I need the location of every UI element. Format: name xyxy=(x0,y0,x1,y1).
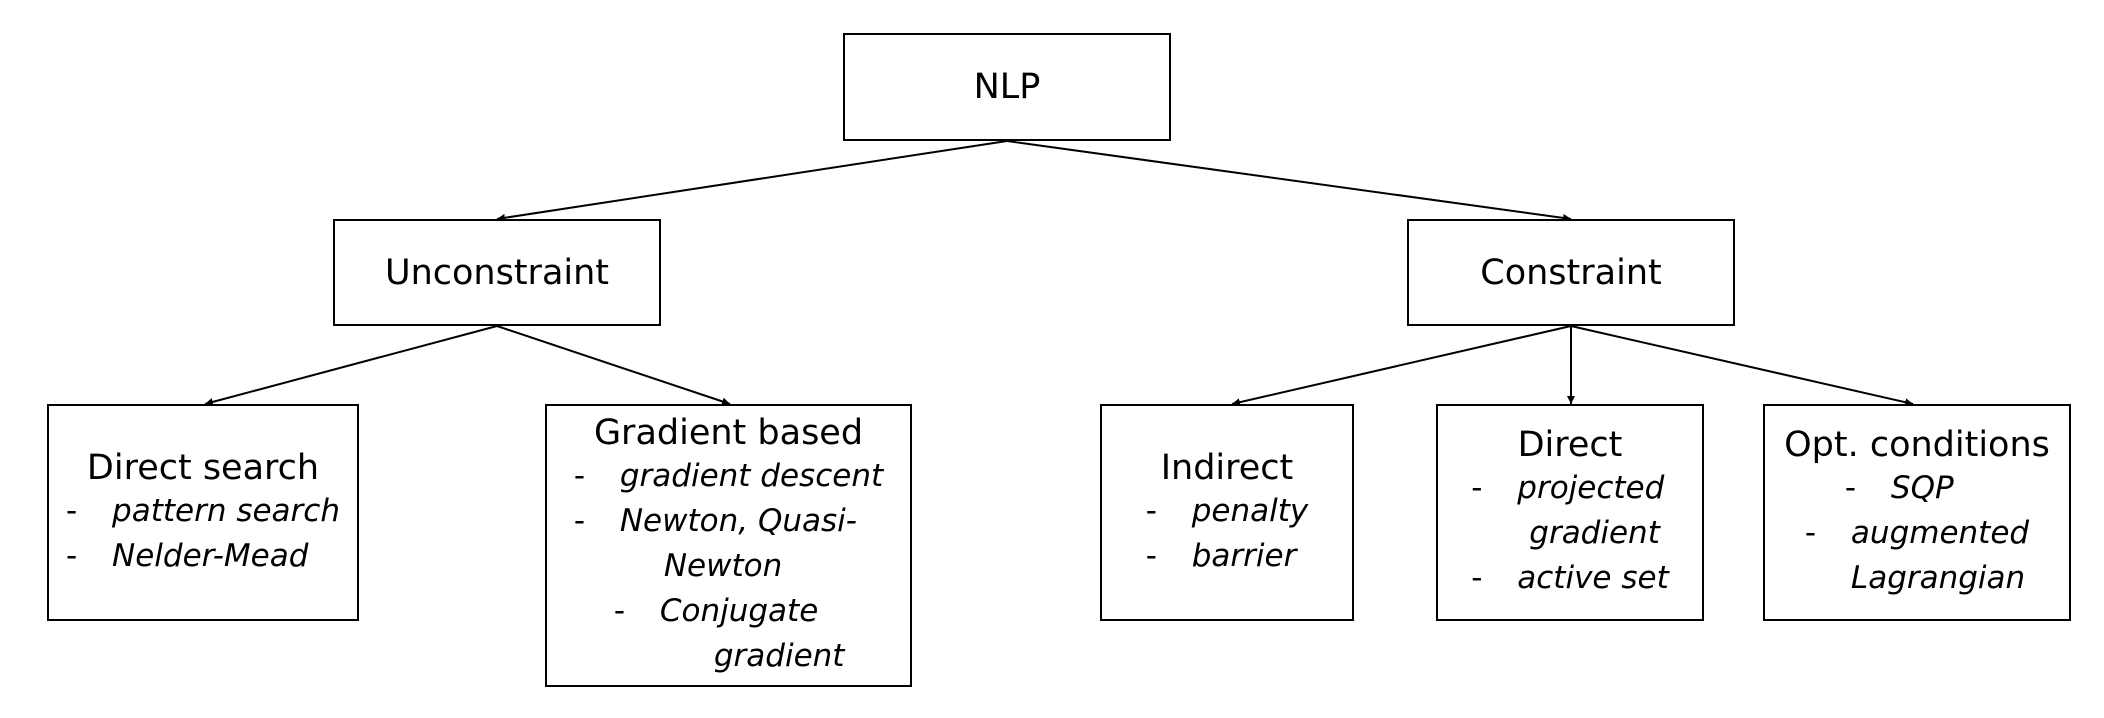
list-dash: - xyxy=(1844,470,1857,506)
list-item-text: Conjugate xyxy=(659,593,819,629)
list-item-text: Nelder-Mead xyxy=(112,537,309,574)
list-dash: - xyxy=(66,492,78,529)
list-dash: - xyxy=(1804,515,1817,551)
node-gradient-based-title: Gradient based xyxy=(593,413,864,453)
list-item-continuation: Lagrangian xyxy=(1805,556,2029,601)
list-item-text: Newton xyxy=(663,548,783,584)
node-indirect: Indirect -penalty -barrier xyxy=(1100,404,1354,621)
list-item: -SQP xyxy=(1805,466,2029,511)
list-dash: - xyxy=(1471,560,1483,596)
list-item-text: barrier xyxy=(1191,537,1297,574)
list-item-text: penalty xyxy=(1191,492,1309,529)
list-item: -active set xyxy=(1471,556,1668,601)
node-direct: Direct -projected gradient -active set xyxy=(1436,404,1704,621)
list-item: -Newton, Quasi- xyxy=(574,499,883,544)
node-unconstraint: Unconstraint xyxy=(333,219,661,326)
list-item-text: projected xyxy=(1517,470,1665,506)
edge-nlp-unconstraint xyxy=(496,140,1008,222)
list-item: -Conjugate xyxy=(574,589,883,634)
indirect-method-list: -penalty -barrier xyxy=(1146,489,1309,579)
list-item: -Nelder-Mead xyxy=(66,534,340,579)
list-item-text: Newton, Quasi- xyxy=(619,503,857,539)
list-item: -pattern search xyxy=(66,489,340,534)
node-direct-search: Direct search -pattern search -Nelder-Me… xyxy=(47,404,359,621)
list-item: -gradient descent xyxy=(574,454,883,499)
direct-method-list: -projected gradient -active set xyxy=(1471,466,1668,601)
list-dash: - xyxy=(573,503,586,539)
edge-constraint-indirect xyxy=(1231,325,1572,407)
gradient-based-method-list: -gradient descent -Newton, Quasi- Newton… xyxy=(574,454,883,679)
list-dash: - xyxy=(613,593,626,629)
edge-nlp-constraint xyxy=(1006,140,1572,222)
opt-conditions-method-list: -SQP -augmented Lagrangian xyxy=(1805,466,2029,601)
node-indirect-title: Indirect xyxy=(1160,447,1294,488)
node-opt-conditions: Opt. conditions -SQP -augmented Lagrangi… xyxy=(1763,404,2071,621)
list-item-text: augmented xyxy=(1850,515,2030,551)
list-item-continuation: Newton xyxy=(574,544,883,589)
edge-unconstraint-gradient-based xyxy=(496,325,731,406)
node-unconstraint-title: Unconstraint xyxy=(384,252,610,293)
list-item-text: Lagrangian xyxy=(1850,560,2026,596)
node-constraint-title: Constraint xyxy=(1480,252,1662,293)
list-dash: - xyxy=(1471,470,1483,506)
list-item-text: SQP xyxy=(1890,470,1954,506)
list-item: -augmented xyxy=(1805,511,2029,556)
list-dash: - xyxy=(573,458,586,494)
node-direct-title: Direct xyxy=(1517,425,1623,465)
list-item: -projected xyxy=(1471,466,1668,511)
edge-unconstraint-direct-search xyxy=(204,325,498,406)
node-gradient-based: Gradient based -gradient descent -Newton… xyxy=(545,404,912,687)
list-dash: - xyxy=(1145,492,1157,529)
list-item-continuation: gradient xyxy=(574,634,883,679)
list-item-text: gradient xyxy=(713,638,845,674)
list-dash: - xyxy=(1145,537,1157,574)
edge-constraint-opt-conditions xyxy=(1570,325,1914,407)
list-item: -penalty xyxy=(1146,489,1309,534)
list-item: -barrier xyxy=(1146,534,1309,579)
list-item-text: active set xyxy=(1517,560,1669,596)
direct-search-method-list: -pattern search -Nelder-Mead xyxy=(66,489,340,579)
list-item-continuation: gradient xyxy=(1471,511,1668,556)
node-opt-conditions-title: Opt. conditions xyxy=(1784,425,2050,465)
list-item-text: gradient descent xyxy=(619,458,884,494)
list-dash: - xyxy=(66,537,78,574)
list-item-text: gradient xyxy=(1529,515,1660,551)
node-constraint: Constraint xyxy=(1407,219,1735,326)
node-direct-search-title: Direct search xyxy=(86,447,320,488)
list-item-text: pattern search xyxy=(112,492,340,529)
node-nlp-title: NLP xyxy=(973,67,1041,107)
node-nlp: NLP xyxy=(843,33,1171,141)
